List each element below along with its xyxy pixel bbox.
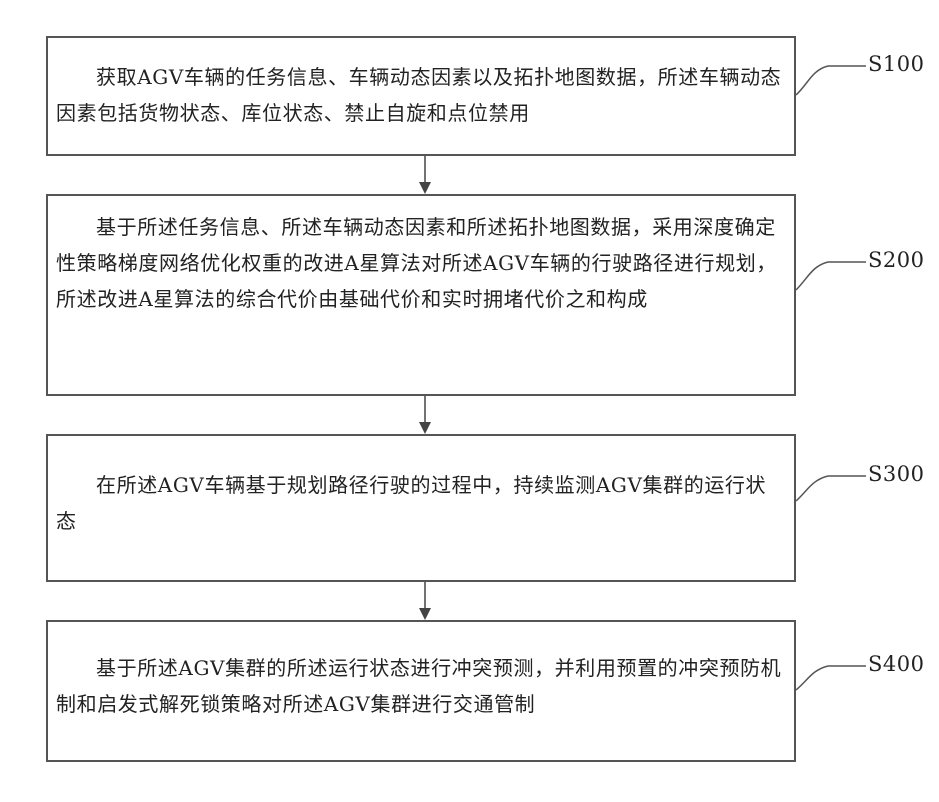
leader-line-s200 [796, 262, 866, 290]
step-box-s400: 基于所述AGV集群的所述运行状态进行冲突预测，并利用预置的冲突预防机制和启发式解… [46, 620, 796, 762]
step-text-s400: 基于所述AGV集群的所述运行状态进行冲突预测，并利用预置的冲突预防机制和启发式解… [48, 650, 794, 722]
step-label-s300: S300 [868, 462, 924, 486]
leader-line-s400 [796, 666, 866, 690]
arrow-s300-to-s400 [419, 582, 431, 620]
step-text-s100: 获取AGV车辆的任务信息、车辆动态因素以及拓扑地图数据，所述车辆动态因素包括货物… [48, 59, 794, 131]
leader-line-s100 [796, 66, 866, 95]
step-text-s200: 基于所述任务信息、所述车辆动态因素和所述拓扑地图数据，采用深度确定性策略梯度网络… [48, 209, 794, 317]
arrow-s100-to-s200 [419, 156, 431, 194]
step-box-s300: 在所述AGV车辆基于规划路径行驶的过程中，持续监测AGV集群的运行状态 [46, 434, 796, 582]
step-label-s200: S200 [868, 248, 924, 272]
step-box-s200: 基于所述任务信息、所述车辆动态因素和所述拓扑地图数据，采用深度确定性策略梯度网络… [46, 194, 796, 396]
step-label-s400: S400 [868, 652, 924, 676]
step-text-s300: 在所述AGV车辆基于规划路径行驶的过程中，持续监测AGV集群的运行状态 [48, 467, 794, 539]
step-label-s100: S100 [868, 52, 924, 76]
step-box-s100: 获取AGV车辆的任务信息、车辆动态因素以及拓扑地图数据，所述车辆动态因素包括货物… [46, 36, 796, 156]
leader-line-s300 [796, 476, 866, 501]
arrow-s200-to-s300 [419, 396, 431, 434]
